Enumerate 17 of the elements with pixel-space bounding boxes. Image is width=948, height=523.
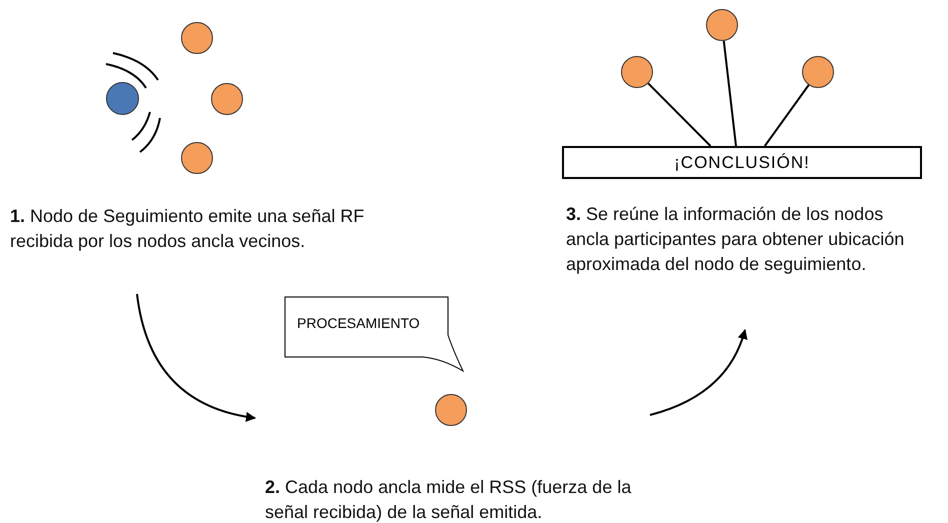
node-circle — [181, 22, 213, 54]
node-circle — [435, 394, 467, 426]
connector-line — [722, 40, 737, 146]
node-circle — [181, 142, 213, 174]
connector-line — [764, 84, 810, 147]
step-description: 2. Cada nodo ancla mide el RSS (fuerza de la señal recibida) de la señal emitida. — [265, 475, 675, 523]
step-description: 1. Nodo de Seguimiento emite una señal RF recibida por los nodos ancla vecinos. — [10, 204, 410, 254]
node-circle — [706, 9, 738, 41]
document-label: PROCESAMIENTO — [297, 315, 420, 331]
node-circle — [621, 56, 653, 88]
connector-line — [648, 82, 712, 147]
document-box — [283, 295, 465, 373]
step-description: 3. Se reúne la información de los nodos ancla participantes para obtener ubicación aproximada del nodo de seguimiento. — [566, 202, 916, 277]
conclusion-box: ¡CONCLUSIÓN! — [562, 146, 922, 179]
node-circle — [802, 56, 834, 88]
node-circle — [211, 83, 243, 115]
node-circle — [106, 82, 139, 115]
